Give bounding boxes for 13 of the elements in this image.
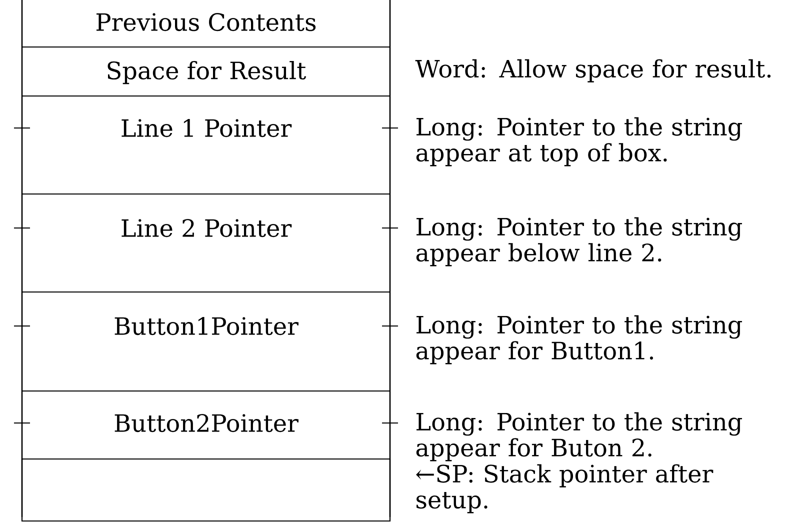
stack-cell: Space for Result bbox=[108, 61, 306, 84]
description-text: Long: Pointer to the string appear for Button1. bbox=[416, 315, 742, 364]
stack-cell: Line 2 Pointer bbox=[122, 219, 292, 238]
stack-cell: Previous Contents bbox=[96, 13, 316, 32]
description-text: Long: Pointer to the string appear for Buton 2. bbox=[416, 412, 742, 462]
description-text: ←SP: Stack pointer after setup. bbox=[416, 464, 714, 514]
stack-cell: Button2Pointer bbox=[114, 414, 298, 432]
description-text: Word: Allow space for result. bbox=[415, 59, 771, 82]
description-text: Long: Pointer to the string appear at top of box. bbox=[416, 117, 742, 166]
stack-cell: Button1Pointer bbox=[114, 317, 298, 336]
description-text: Long: Pointer to the string appear below line 2. bbox=[416, 217, 742, 266]
stack-cell: Line 1 Pointer bbox=[122, 119, 292, 138]
stack-cell bbox=[21, 458, 391, 522]
